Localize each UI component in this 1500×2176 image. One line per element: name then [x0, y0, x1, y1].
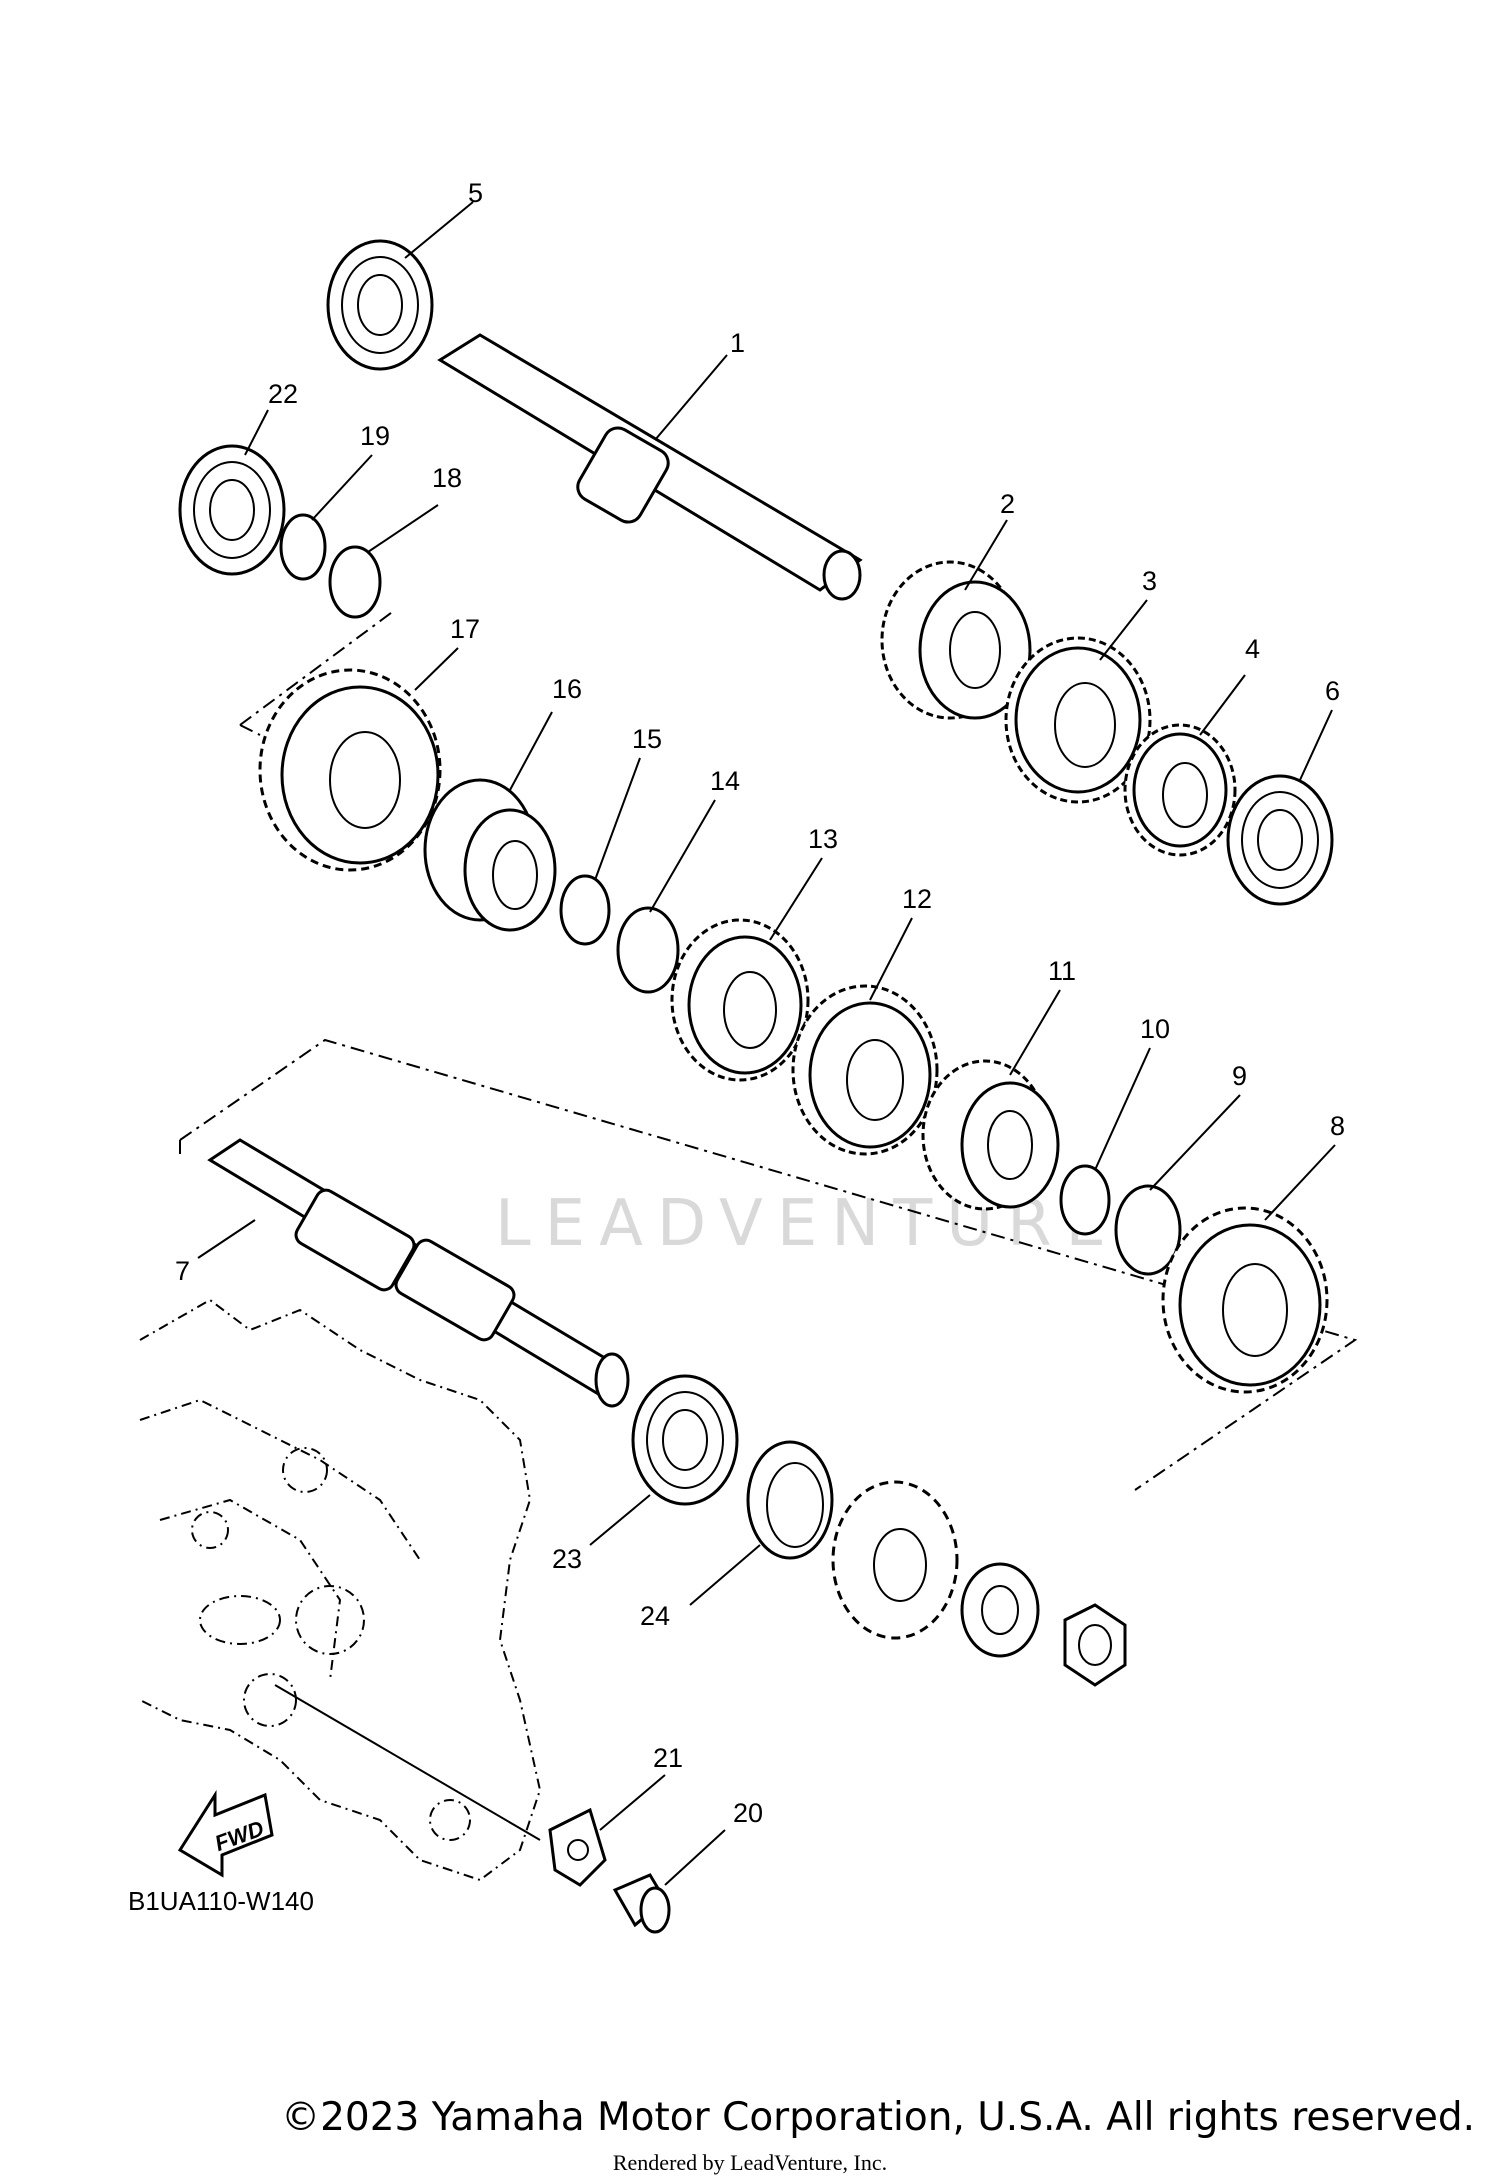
- circlip-10: [1059, 1164, 1111, 1236]
- callout-10: 10: [1140, 1014, 1170, 1044]
- crankcase-outline: [139, 1298, 542, 1882]
- washer-14: [616, 906, 680, 994]
- callout-7: 7: [175, 1256, 190, 1286]
- callout-11: 11: [1048, 956, 1076, 986]
- callout-15: 15: [632, 724, 662, 754]
- callout-20: 20: [733, 1798, 763, 1828]
- callout-16: 16: [552, 674, 582, 704]
- callout-5: 5: [468, 178, 483, 208]
- circlip-15: [559, 874, 611, 946]
- gear-13: [670, 918, 810, 1082]
- gear-3: [1004, 636, 1152, 804]
- callout-1: 1: [730, 328, 745, 358]
- gear-8: [1161, 1206, 1329, 1394]
- bearing-23: [631, 1374, 739, 1506]
- callout-19: 19: [360, 421, 390, 451]
- washer-18: [328, 545, 382, 619]
- bearing-5: [326, 239, 434, 371]
- callout-13: 13: [808, 824, 838, 854]
- drive-axle: [207, 1138, 630, 1408]
- copyright-notice: ©2023 Yamaha Motor Corporation, U.S.A. A…: [281, 2095, 1475, 2140]
- oil-seal-24: [746, 1440, 834, 1560]
- screw-20: [612, 1873, 671, 1934]
- rendered-by-notice: Rendered by LeadVenture, Inc.: [612, 2150, 888, 2175]
- main-axle-group-outline: [239, 609, 396, 736]
- gear-12: [791, 984, 939, 1156]
- circlip-19: [279, 513, 327, 581]
- callout-9: 9: [1232, 1061, 1247, 1091]
- gear-17: [258, 668, 442, 872]
- drive-sprocket: [831, 1480, 959, 1640]
- callout-24: 24: [640, 1601, 670, 1631]
- dog-16: [423, 778, 557, 932]
- callout-14: 14: [710, 766, 740, 796]
- drive-axle-group-outline: [179, 1038, 1358, 1491]
- bearing-22: [178, 444, 286, 576]
- nut: [1063, 1603, 1127, 1687]
- callout-4: 4: [1245, 634, 1260, 664]
- callout-2: 2: [1000, 489, 1015, 519]
- lock-washer: [960, 1562, 1040, 1658]
- callout-22: 22: [268, 379, 298, 409]
- fwd-arrow-icon: FWD: [177, 1789, 274, 1878]
- gear-11: [921, 1059, 1060, 1211]
- callout-23: 23: [552, 1544, 582, 1574]
- bearing-6: [1226, 774, 1334, 906]
- plate-21: [548, 1807, 607, 1887]
- main-axle: [437, 333, 863, 601]
- callout-leaders: [197, 201, 1336, 1886]
- callout-labels: 5 1 22 19 18 2 3 17 4 16 6 15 14 13 12 1…: [175, 178, 1345, 1828]
- callout-3: 3: [1142, 566, 1157, 596]
- callout-21: 21: [653, 1743, 683, 1773]
- callout-18: 18: [432, 463, 462, 493]
- callout-17: 17: [450, 614, 480, 644]
- gear-2: [880, 560, 1032, 720]
- diagram-code: B1UA110-W140: [128, 1886, 314, 1916]
- gear-4: [1123, 723, 1237, 857]
- callout-12: 12: [902, 884, 932, 914]
- callout-8: 8: [1330, 1111, 1345, 1141]
- callout-6: 6: [1325, 676, 1340, 706]
- washer-9: [1114, 1184, 1182, 1276]
